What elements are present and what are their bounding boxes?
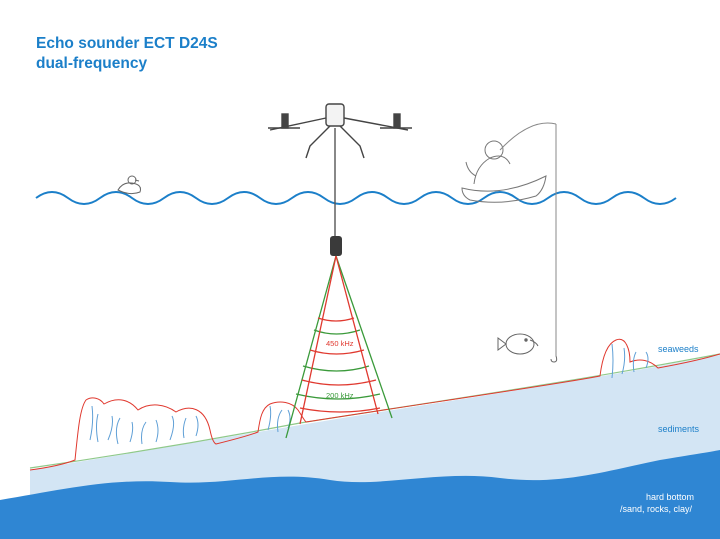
- boat-icon: [461, 140, 547, 203]
- duck-icon: [117, 175, 141, 195]
- fishing-line-icon: [499, 122, 558, 363]
- water-surface-wave: [35, 191, 677, 205]
- hard-bottom-layer: [0, 450, 720, 539]
- echo-sounder-icon: [330, 236, 342, 256]
- hard-bottom-label: hard bottom: [646, 492, 694, 502]
- seaweed-top-line: [29, 338, 720, 471]
- low-frequency-label: 200 kHz: [326, 391, 354, 400]
- fish-icon: [497, 333, 539, 355]
- title-line-2: dual-frequency: [36, 55, 148, 72]
- seaweeds-label: seaweeds: [658, 344, 699, 354]
- high-frequency-label: 450 kHz: [326, 339, 354, 348]
- hard-bottom-sublabel: /sand, rocks, clay/: [620, 504, 693, 514]
- diagram-title: Echo sounder ECT D24S dual-frequency: [36, 34, 218, 74]
- title-line-1: Echo sounder ECT D24S: [36, 35, 218, 52]
- drone-icon: [268, 103, 412, 159]
- sediments-label: sediments: [658, 424, 700, 434]
- sonar-beam-high: [299, 255, 381, 425]
